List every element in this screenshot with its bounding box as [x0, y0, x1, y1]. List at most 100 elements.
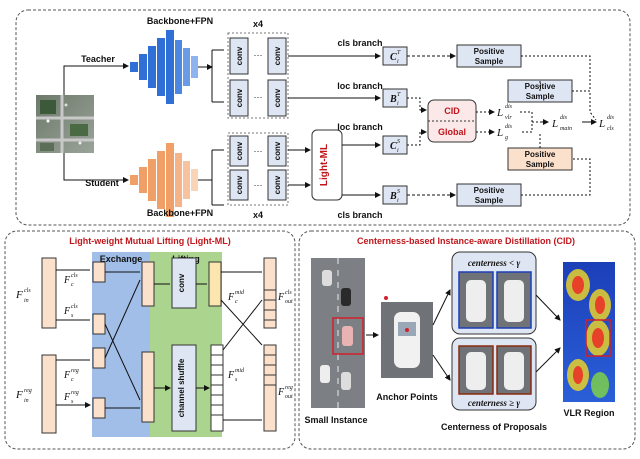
x4-bottom: x4 [253, 210, 263, 220]
svg-text:cls: cls [607, 126, 614, 132]
svg-text:reg: reg [285, 385, 293, 391]
loc-branch-student: loc branch [337, 122, 383, 132]
svg-text:F: F [277, 387, 285, 398]
svg-text:F: F [15, 289, 23, 301]
svg-text:F: F [63, 306, 71, 317]
exchange-label: Exchange [100, 254, 143, 264]
f-c-reg: F reg c [63, 368, 79, 383]
loc-branch-teacher: loc branch [337, 81, 383, 91]
svg-text:F: F [15, 389, 23, 401]
svg-text:g: g [505, 135, 508, 141]
teacher-backbone-pyramid [130, 30, 198, 104]
student-backbone-pyramid [130, 143, 198, 217]
svg-text:out: out [285, 299, 293, 305]
student-label: Student [85, 178, 119, 188]
svg-text:conv: conv [235, 141, 244, 160]
svg-text:conv: conv [235, 88, 244, 107]
x4-top: x4 [253, 19, 263, 29]
svg-text:F: F [63, 370, 71, 381]
anchor-points-label: Anchor Points [376, 392, 438, 402]
small-instance-image [311, 258, 365, 408]
svg-text:dis: dis [505, 124, 513, 130]
svg-text:Sample: Sample [475, 57, 504, 66]
svg-text:s: s [235, 377, 238, 383]
svg-text:L: L [496, 127, 503, 139]
centerness-ge-label: centerness ≥ γ [468, 398, 520, 408]
f-s-cls: F cls s [63, 304, 78, 319]
feature-bt: B T i [382, 88, 408, 108]
centerness-lt-label: centerness < γ [468, 258, 521, 268]
svg-text:in: in [24, 298, 29, 304]
vlr-region-label: VLR Region [564, 408, 615, 418]
teacher-label: Teacher [81, 54, 115, 64]
f-s-reg: F reg s [63, 390, 79, 405]
svg-text:Sample: Sample [526, 160, 555, 169]
svg-text:F: F [277, 292, 285, 303]
centerness-of-proposals-label: Centerness of Proposals [441, 422, 547, 432]
teacher-path [63, 63, 129, 95]
anchor-points-image [381, 296, 433, 378]
svg-text:conv: conv [273, 175, 282, 194]
svg-text:i: i [397, 198, 399, 204]
loss-vlr: L dis vlr [496, 104, 513, 121]
loss-g: L dis g [496, 124, 513, 141]
svg-text:F: F [227, 370, 235, 381]
svg-text:···: ··· [254, 146, 263, 156]
f-in-reg-block [41, 354, 57, 434]
aerial-input-image [36, 95, 94, 153]
svg-text:c: c [71, 377, 74, 383]
svg-text:T: T [397, 92, 401, 98]
svg-text:s: s [71, 313, 74, 319]
svg-text:i: i [397, 148, 399, 154]
svg-text:cls: cls [71, 273, 78, 279]
feature-cs: C S i [382, 135, 408, 155]
svg-text:C: C [390, 141, 397, 152]
svg-text:dis: dis [607, 115, 615, 121]
lightml-title: Light-weight Mutual Lifting (Light-ML) [69, 236, 230, 246]
cls-branch-teacher: cls branch [337, 38, 382, 48]
backbone-label-bottom: Backbone+FPN [147, 208, 213, 218]
centerness-low-box [451, 251, 537, 335]
svg-text:in: in [24, 398, 29, 404]
svg-text:Sample: Sample [475, 196, 504, 205]
cid-label: CID [444, 106, 460, 116]
positive-sample-3: Positive Sample [507, 147, 573, 171]
svg-text:dis: dis [560, 115, 568, 121]
svg-text:Positive: Positive [474, 47, 505, 56]
cls-branch-student: cls branch [337, 210, 382, 220]
svg-text:conv: conv [273, 46, 282, 65]
small-instance-label: Small Instance [304, 415, 367, 425]
svg-text:B: B [389, 94, 397, 105]
svg-text:reg: reg [24, 388, 32, 394]
f-out-reg-block [263, 344, 277, 432]
lightml-label: Light-ML [319, 144, 330, 186]
svg-text:S: S [397, 189, 400, 195]
positive-sample-1: Positive Sample [456, 44, 522, 68]
svg-text:main: main [560, 126, 572, 132]
svg-text:cls: cls [285, 290, 292, 296]
svg-text:conv: conv [177, 273, 186, 292]
cid-global-box: CID Global [427, 99, 477, 143]
svg-text:dis: dis [505, 104, 513, 110]
cid-title: Centerness-based Instance-aware Distilla… [357, 236, 575, 246]
svg-text:out: out [285, 394, 293, 400]
student-conv-stack: conv conv conv conv ··· ··· [198, 132, 289, 206]
svg-text:vlr: vlr [505, 115, 512, 121]
svg-text:i: i [397, 101, 399, 107]
f-c-cls: F cls c [63, 273, 78, 288]
f-out-cls-block [263, 257, 277, 329]
svg-text:reg: reg [71, 390, 79, 396]
loss-main: L dis main [551, 115, 572, 132]
lifting-conv [171, 257, 197, 309]
f-in-cls-block [41, 257, 57, 329]
lightml-box [311, 129, 343, 201]
teacher-conv-stack: conv conv conv conv ··· ··· [198, 32, 289, 119]
svg-text:conv: conv [273, 141, 282, 160]
svg-text:channel shuffle: channel shuffle [177, 358, 186, 417]
svg-text:conv: conv [235, 46, 244, 65]
centerness-high-box [451, 337, 537, 411]
svg-text:cls: cls [24, 288, 31, 294]
svg-text:s: s [71, 399, 74, 405]
loss-cls: L dis cls [598, 115, 615, 132]
